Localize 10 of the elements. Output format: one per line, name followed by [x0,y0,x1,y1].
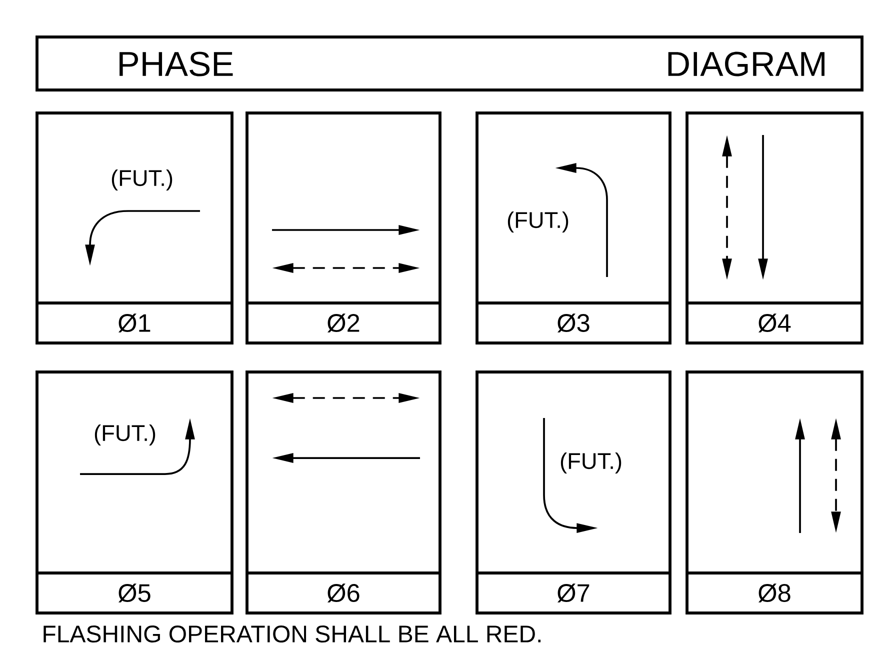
phase-panel: (FUT.) Ø7 [476,370,672,614]
phase-panel: (FUT.) Ø5 [36,370,234,614]
phase-panel: (FUT.) Ø1 [36,112,234,344]
note-text: FLASHING OPERATION SHALL BE ALL RED. [44,626,541,642]
phase-panel: Ø8 [686,370,864,614]
phase-panel: (FUT.) Ø3 [476,112,672,344]
phase-panel: Ø4 [686,112,864,344]
phase-panel: Ø2 [246,112,442,344]
title-box: PHASE DIAGRAM [36,36,864,92]
phase-panel: Ø6 [246,370,442,614]
